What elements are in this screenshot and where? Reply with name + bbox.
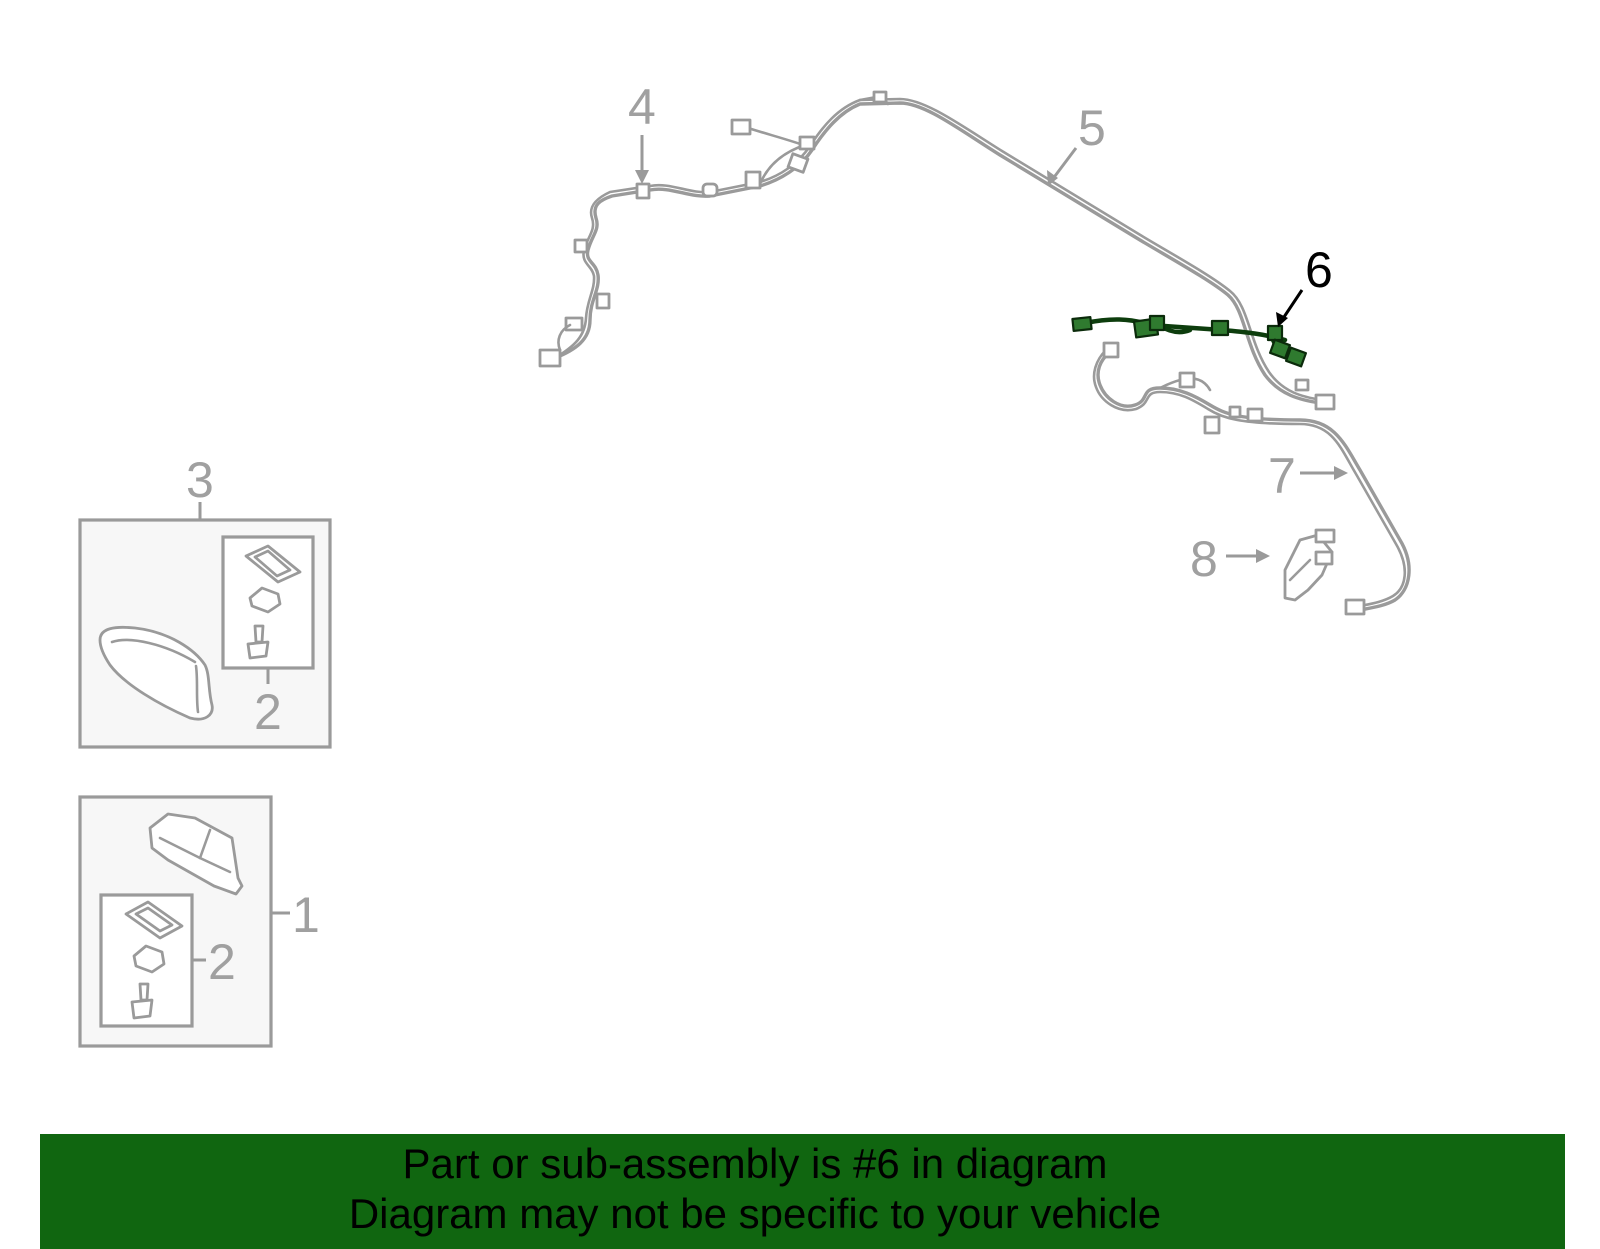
antenna-base-shape xyxy=(148,812,244,896)
callout-5: 5 xyxy=(1078,100,1106,156)
callout-arrows xyxy=(635,135,1348,563)
highlighted-part-6-harness[interactable] xyxy=(1071,314,1308,368)
antenna-cover-shape xyxy=(98,625,214,721)
lower-harness[interactable] xyxy=(1092,341,1411,616)
callout-1: 1 xyxy=(292,887,320,943)
callout-7: 7 xyxy=(1268,448,1296,504)
harness-clip[interactable] xyxy=(1283,528,1336,602)
callout-2-upper: 2 xyxy=(254,684,282,740)
box-1 xyxy=(78,795,290,1048)
callout-2-lower: 2 xyxy=(208,934,236,990)
callout-4: 4 xyxy=(628,79,656,135)
banner-line-part: Part or sub-assembly is #6 in diagram xyxy=(402,1140,1108,1187)
callout-3: 3 xyxy=(186,452,214,508)
banner-line-disclaimer: Diagram may not be specific to your vehi… xyxy=(348,1190,1162,1237)
info-banner: Part or sub-assembly is #6 in diagram Di… xyxy=(40,1134,1565,1249)
callout-8: 8 xyxy=(1190,531,1218,587)
box-3 xyxy=(78,502,332,749)
roof-harness[interactable] xyxy=(538,90,1336,411)
callout-6[interactable]: 6 xyxy=(1305,242,1333,298)
